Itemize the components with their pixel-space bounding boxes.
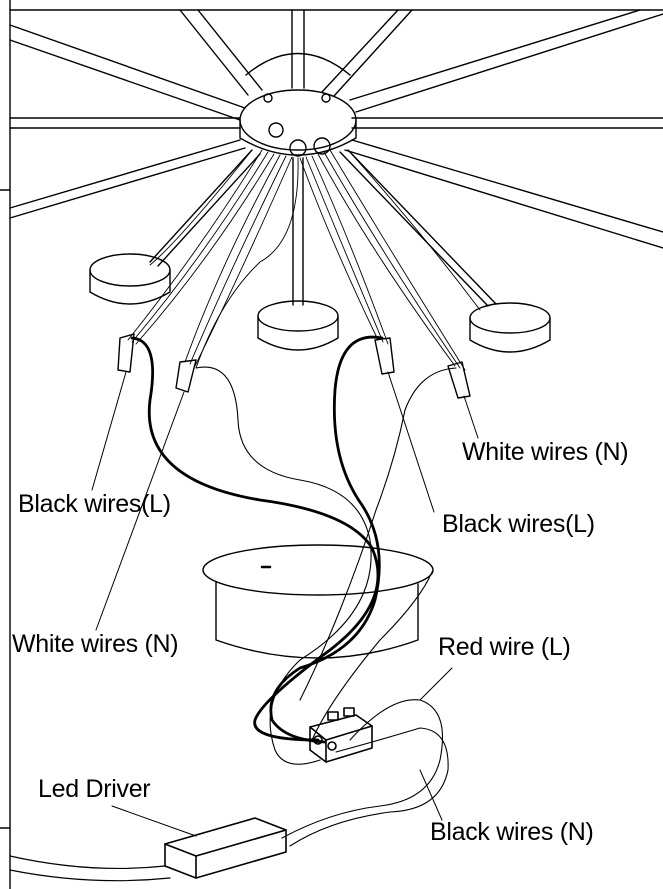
center-hub	[239, 52, 357, 157]
label-red-wire: Red wire (L)	[438, 633, 571, 661]
wire-connectors	[117, 333, 471, 399]
canopy	[202, 544, 434, 659]
white-wires	[195, 366, 457, 847]
wire-bundles	[127, 149, 481, 371]
led-driver-box	[9, 817, 287, 882]
label-black-wires-n: Black wires (N)	[430, 818, 594, 846]
black-wires	[130, 335, 384, 744]
ceiling-spokes	[9, 9, 663, 249]
label-black-wires-right: Black wires(L)	[442, 510, 595, 538]
label-led-driver: Led Driver	[38, 775, 151, 803]
label-white-wires-top-right: White wires (N)	[462, 438, 629, 466]
label-black-wires-left: Black wires(L)	[18, 490, 171, 518]
label-leaders	[91, 371, 479, 837]
pendant-right	[339, 149, 551, 353]
pendant-left	[89, 149, 261, 305]
label-white-wires-left: White wires (N)	[12, 630, 179, 658]
terminal-block	[309, 707, 373, 763]
pendant-center	[257, 157, 339, 351]
